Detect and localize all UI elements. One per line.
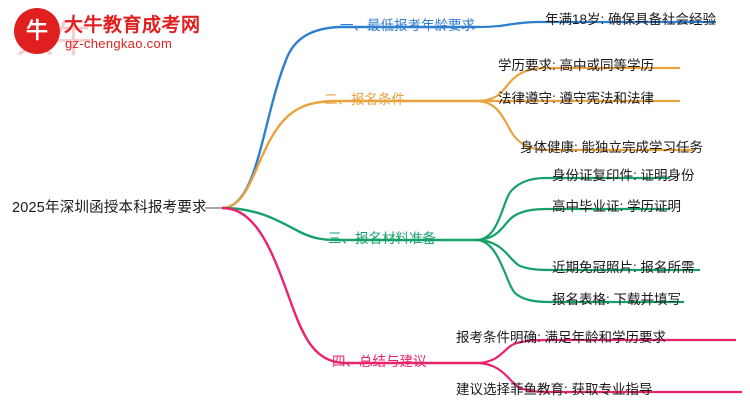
branch-3-child-3[interactable]: 近期免冠照片: 报名所需	[552, 260, 695, 275]
branch-3-child-1[interactable]: 身份证复印件: 证明身份	[552, 168, 695, 183]
logo-mark-glyph: 牛	[25, 18, 48, 43]
branch-4-child-2[interactable]: 建议选择菲鱼教育: 获取专业指导	[456, 382, 653, 397]
branch-2-child-3[interactable]: 身体健康: 能独立完成学习任务	[520, 140, 704, 155]
branch-1-child-1[interactable]: 年满18岁: 确保具备社会经验	[545, 12, 717, 27]
logo-subtitle: gz-chengkao.com	[65, 36, 173, 51]
branch-3-label[interactable]: 三、报名材料准备	[328, 231, 436, 246]
branch-2-child-2[interactable]: 法律遵守: 遵守宪法和法律	[498, 91, 655, 106]
logo-mark-icon: 牛	[14, 8, 60, 54]
branch-1-label[interactable]: 一、最低报考年龄要求	[340, 18, 475, 33]
mindmap-root-label[interactable]: 2025年深圳函授本科报考要求	[12, 200, 207, 216]
branch-4-label[interactable]: 四、总结与建议	[332, 354, 427, 369]
branch-2-label[interactable]: 二、报名条件	[324, 92, 405, 107]
branch-4-child-1[interactable]: 报考条件明确: 满足年龄和学历要求	[456, 330, 667, 345]
site-logo: 大牛 牛 大牛教育成考网 gz-chengkao.com	[14, 8, 229, 61]
branch-3-child-2[interactable]: 高中毕业证: 学历证明	[552, 199, 682, 214]
branch-2-child-1[interactable]: 学历要求: 高中或同等学历	[498, 58, 655, 73]
logo-title: 大牛教育成考网	[64, 15, 201, 36]
branch-3-child-4[interactable]: 报名表格: 下载并填写	[552, 292, 682, 307]
